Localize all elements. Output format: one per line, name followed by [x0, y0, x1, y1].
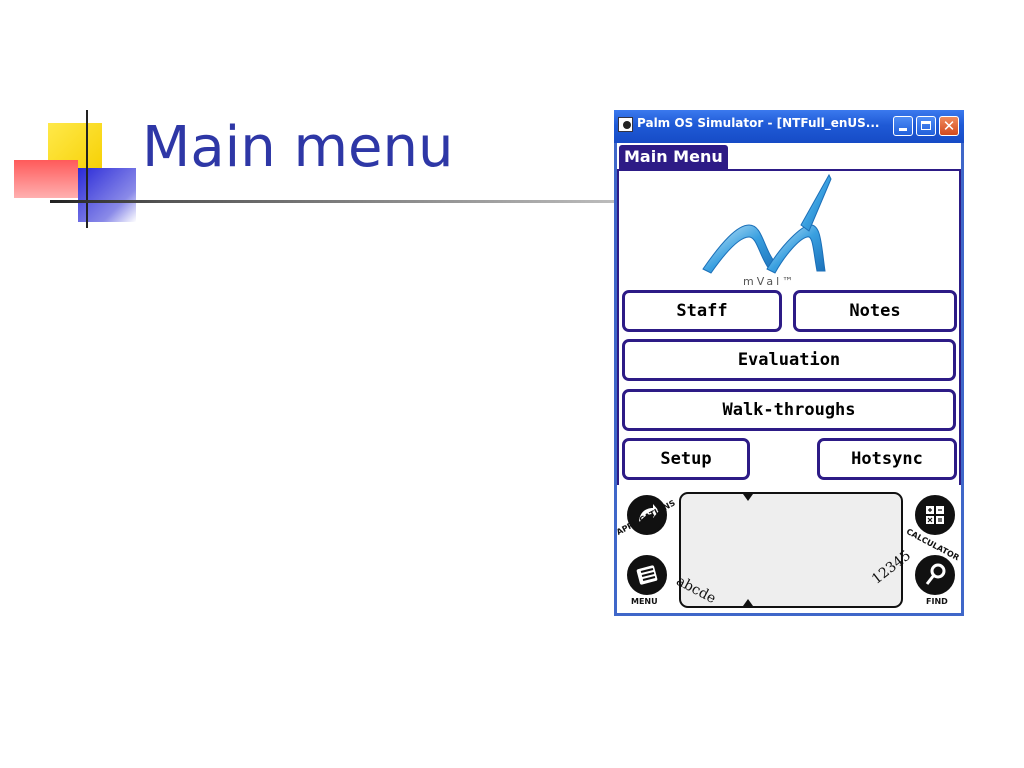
window-title: Palm OS Simulator - [NTFull_enUS...: [637, 116, 880, 130]
simulator-window: Palm OS Simulator - [NTFull_enUS... ✕ Ma…: [614, 110, 964, 616]
palm-screen: Main Menu mVal™ Staff Notes Evaluation W…: [617, 143, 961, 485]
calculator-icon[interactable]: [915, 495, 955, 535]
minimize-button[interactable]: [893, 116, 913, 136]
graffiti-divider-top-marker: [743, 494, 753, 501]
notes-button[interactable]: Notes: [793, 290, 957, 332]
form-border-right: [959, 169, 961, 485]
silkscreen-area: APPLICATIONS MENU abcde 12345 CALCULA: [615, 485, 961, 613]
menu-label: MENU: [631, 597, 658, 606]
form-title: Main Menu: [619, 145, 728, 169]
deco-horizontal-rule: [50, 200, 618, 203]
form-title-underline: [619, 169, 959, 171]
find-label: FIND: [926, 597, 948, 606]
menu-icon[interactable]: [627, 555, 667, 595]
deco-vertical-line: [86, 110, 88, 228]
setup-button[interactable]: Setup: [622, 438, 750, 480]
mval-logo: [702, 173, 832, 274]
graffiti-divider-bottom-marker: [743, 599, 753, 606]
maximize-button[interactable]: [916, 116, 936, 136]
slide-title: Main menu: [142, 115, 454, 180]
evaluation-button[interactable]: Evaluation: [622, 339, 956, 381]
find-icon[interactable]: [915, 555, 955, 595]
walk-throughs-button[interactable]: Walk-throughs: [622, 389, 956, 431]
close-button[interactable]: ✕: [939, 116, 959, 136]
mval-logo-text: mVal™: [743, 275, 797, 288]
simulator-app-icon[interactable]: [618, 117, 633, 132]
hotsync-button[interactable]: Hotsync: [817, 438, 957, 480]
applications-icon[interactable]: [627, 495, 667, 535]
window-titlebar[interactable]: Palm OS Simulator - [NTFull_enUS... ✕: [614, 110, 964, 143]
staff-button[interactable]: Staff: [622, 290, 782, 332]
close-icon: ✕: [942, 117, 956, 135]
deco-red-square: [14, 160, 78, 198]
form-border-left: [617, 169, 619, 485]
graffiti-input-area[interactable]: [679, 492, 903, 608]
